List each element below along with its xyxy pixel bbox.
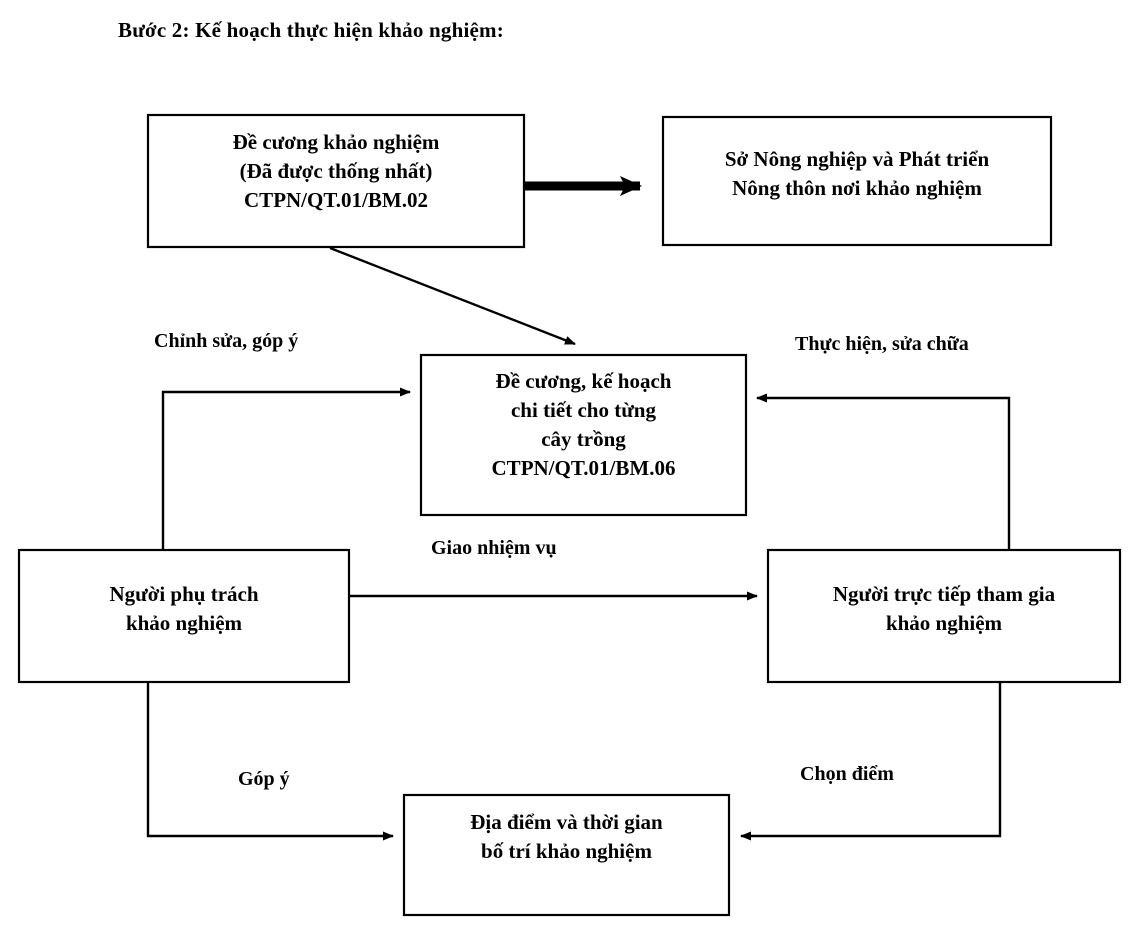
edge-chinh-sua-gop-y bbox=[161, 387, 411, 550]
edge-gop-y bbox=[146, 682, 394, 841]
edge-trien-khai bbox=[329, 246, 576, 346]
edge-label-giao-nhiem-vu: Giao nhiệm vụ bbox=[431, 537, 557, 559]
edge-label-chon-diem: Chọn điểm bbox=[800, 763, 894, 785]
node-so-nong-nghiep bbox=[661, 115, 1053, 247]
node-nguoi-phu-trach bbox=[17, 548, 351, 684]
edge-thuc-hien-sua-chua bbox=[756, 393, 1011, 550]
page-title: Bước 2: Kế hoạch thực hiện khảo nghiệm: bbox=[118, 18, 504, 42]
node-de-cuong-ke-hoach-chi-tiet bbox=[419, 353, 748, 517]
edge-label-gop-y: Góp ý bbox=[238, 768, 290, 790]
node-de-cuong-khao-nghiem bbox=[146, 113, 526, 249]
edge-label-thuc-hien-sua-chua: Thực hiện, sửa chữa bbox=[795, 333, 969, 355]
node-nguoi-truc-tiep bbox=[766, 548, 1122, 684]
node-dia-diem-thoi-gian bbox=[402, 793, 731, 917]
edge-chon-diem bbox=[740, 682, 1002, 841]
edge-label-chinh-sua-gop-y: Chỉnh sửa, góp ý bbox=[154, 330, 299, 352]
